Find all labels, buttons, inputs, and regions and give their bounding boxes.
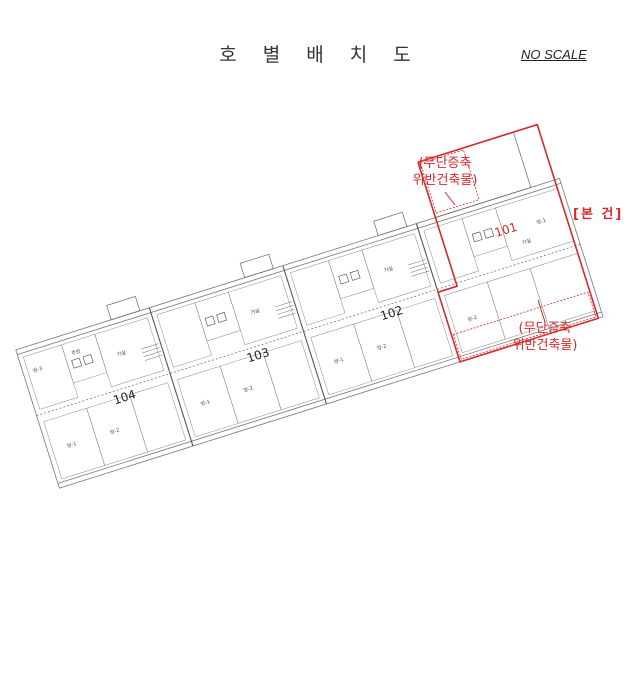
room-label-kitchen-104: 주방: [71, 348, 82, 358]
subject-building-label: [본 건]: [573, 207, 624, 222]
room-label-living-104: 거실: [116, 349, 127, 359]
violation-area-bottom: [452, 291, 597, 360]
violation-label-bottom-line2: 위반건축물): [512, 338, 578, 353]
room-label-room1-104: 방-1: [66, 440, 77, 450]
room-label-room2-101: 방-2: [467, 314, 478, 324]
violation-arrow-top: [444, 191, 456, 206]
unit-103-label: 103: [245, 345, 271, 365]
building-outline: [15, 177, 604, 489]
room-label-room1-102: 방-1: [333, 356, 344, 366]
room-label-living-103: 거실: [250, 307, 261, 317]
page-title: 호 별 배 치 도: [219, 44, 421, 66]
room-label-room2-104: 방-2: [109, 427, 120, 437]
room-label-room2-103: 방-2: [243, 384, 254, 394]
unit-101-label: 101: [493, 220, 519, 240]
room-label-room1-103: 방-1: [200, 398, 211, 408]
violation-area-top: [420, 149, 480, 214]
room-label-living-101: 거실: [521, 237, 532, 247]
building-drawing: 104 103 102 101 거실 거실 거실 거실 방-1 방-2 방-1 …: [15, 123, 604, 489]
unit-104-label: 104: [112, 387, 138, 407]
room-label-room1-101: 방-1: [536, 217, 547, 227]
room-label-living-102: 거실: [383, 265, 394, 275]
violation-arrow-bottom: [537, 299, 546, 323]
violation-arrows: [444, 191, 546, 323]
unit-102-label: 102: [379, 303, 405, 323]
subject-building-outline: [417, 123, 600, 363]
violation-label-top-line2: 위반건축물): [412, 173, 478, 188]
scale-note: NO SCALE: [521, 47, 587, 62]
room-label-room3-104: 방-3: [32, 365, 43, 375]
violation-label-bottom-line1: (무단증축: [518, 321, 572, 336]
room-label-room2-102: 방-2: [376, 342, 387, 352]
violation-label-bottom: (무단증축 위반건축물): [495, 320, 595, 354]
